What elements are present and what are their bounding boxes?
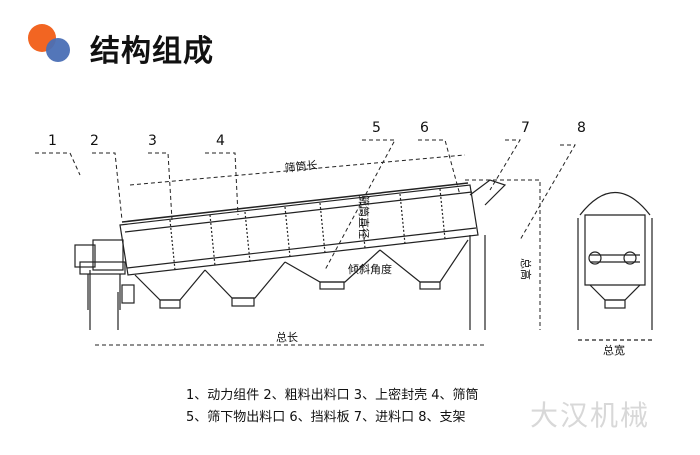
callout-1: 1 (48, 133, 57, 149)
callout-4: 4 (216, 133, 225, 149)
logo (28, 24, 72, 68)
callout-leaders (35, 139, 576, 346)
callout-8: 8 (577, 120, 586, 136)
dimension-labels: 筛筒长 筛筒直径 倾斜角度 总高 总长 总宽 (276, 158, 625, 357)
page-title: 结构组成 (90, 34, 214, 69)
gearbox (92, 239, 124, 271)
callout-7: 7 (521, 120, 530, 136)
total-height-label: 总高 (519, 258, 533, 280)
callout-5: 5 (372, 120, 381, 136)
screen-length-label: 筛筒长 (284, 158, 318, 175)
motor (74, 244, 96, 268)
end-view (577, 191, 653, 341)
screen-drum (119, 184, 479, 276)
callout-3: 3 (148, 133, 157, 149)
motor-base (79, 261, 126, 275)
callout-2: 2 (90, 133, 99, 149)
logo-blue-circle (46, 38, 70, 62)
total-width-label: 总宽 (603, 343, 625, 357)
tilt-angle-label: 倾斜角度 (348, 262, 392, 276)
callout-6: 6 (420, 120, 429, 136)
feed-inlet (469, 179, 507, 206)
hoppers (134, 239, 469, 309)
watermark: 大汉机械 (530, 399, 651, 432)
callout-numbers: 1 2 3 4 5 6 7 8 (48, 120, 586, 149)
total-length-label: 总长 (276, 330, 298, 344)
header: 结构组成 (0, 0, 700, 80)
screen-diameter-label: 筛筒直径 (357, 195, 371, 239)
